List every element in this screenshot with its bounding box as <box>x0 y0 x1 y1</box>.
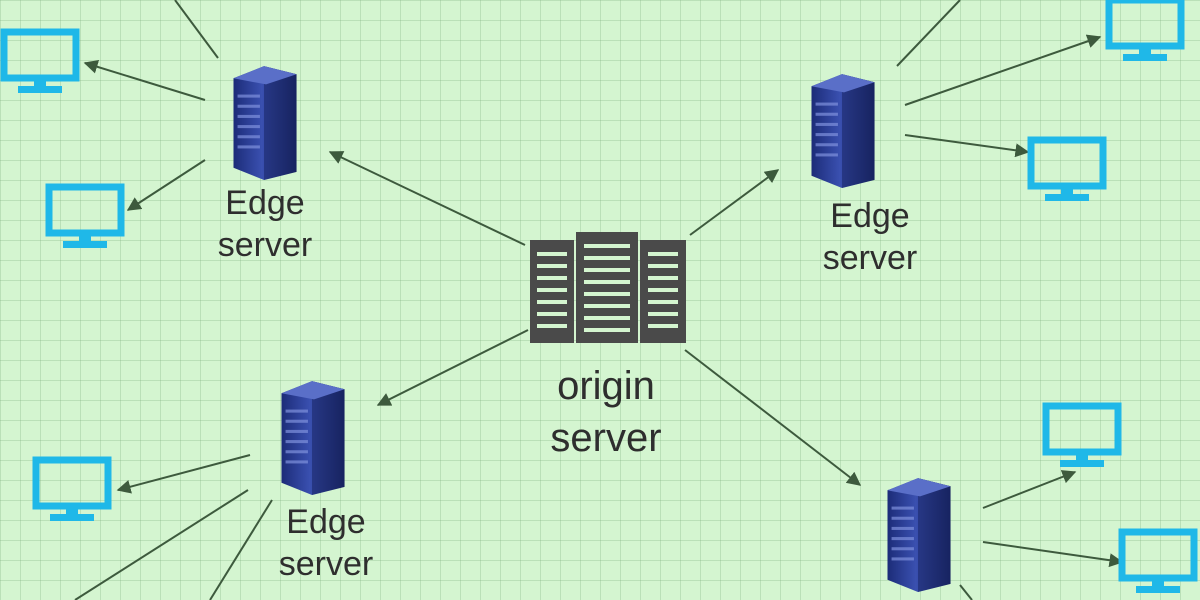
connector-edge-tl-to-client-1 <box>83 60 206 101</box>
client-monitor-icon <box>1031 140 1103 201</box>
connector-edge-bl-offscreen-2 <box>209 499 273 600</box>
label-line: Edge <box>225 184 305 222</box>
origin-server-label: origin server <box>486 366 726 458</box>
connector-edge-tl-offscreen <box>174 0 219 59</box>
connector-edge-tr-to-client-2 <box>904 134 1030 158</box>
edge-server-bottom-right-icon <box>887 478 951 592</box>
client-monitor-icon <box>1122 532 1194 593</box>
edge-server-top-left-icon <box>233 66 297 180</box>
connector-edge-tr-offscreen <box>896 0 961 67</box>
label-line: server <box>822 239 918 277</box>
edge-server-bottom-left-icon <box>281 381 345 495</box>
edge-server-top-right-icon <box>811 74 875 188</box>
client-monitor-icon <box>1046 406 1118 467</box>
connector-origin-to-edge-bottom-right <box>684 349 862 486</box>
client-monitor-icon <box>1109 0 1181 61</box>
connector-edge-br-to-client-2 <box>982 541 1124 568</box>
connector-edge-bl-to-client-1 <box>116 454 251 494</box>
connector-edge-tr-to-client-1 <box>904 34 1102 106</box>
label-line: origin <box>557 364 655 408</box>
client-monitor-icon <box>4 32 76 93</box>
connector-edge-bl-offscreen-1 <box>74 489 249 600</box>
connector-edge-br-offscreen <box>959 584 973 600</box>
origin-server-icon <box>530 232 686 343</box>
edge-server-top-left-label: Edge server <box>165 186 365 262</box>
label-line: server <box>278 545 374 583</box>
label-line: Edge <box>286 503 366 541</box>
connector-lines <box>74 0 1124 600</box>
label-line: server <box>217 226 313 264</box>
label-line: Edge <box>830 197 910 235</box>
connector-edge-tl-to-client-2 <box>126 159 206 211</box>
label-line: server <box>550 416 662 460</box>
connector-edge-br-to-client-1 <box>982 470 1077 509</box>
client-monitor-icon <box>36 460 108 521</box>
edge-server-bottom-left-label: Edge server <box>226 505 426 581</box>
client-monitor-icon <box>49 187 121 248</box>
connector-origin-to-edge-top-right <box>689 169 780 236</box>
connector-origin-to-edge-bottom-left <box>376 329 529 406</box>
connector-origin-to-edge-top-left <box>328 151 526 246</box>
edge-server-top-right-label: Edge server <box>770 199 970 275</box>
